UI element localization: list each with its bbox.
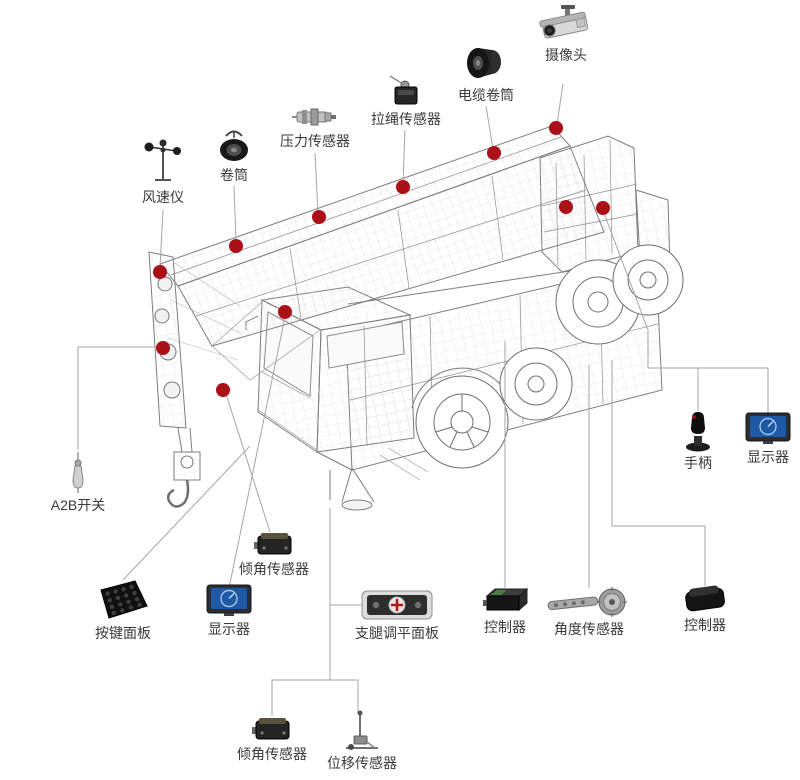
component-label: 卷筒 [220,167,248,183]
display-icon [205,584,253,618]
component-tilt-sensor-boom: 倾角传感器 [236,530,312,577]
connector-line [556,83,564,125]
connector-lines [77,83,769,716]
pressure-sensor-icon [292,104,338,130]
outrigger [316,447,429,511]
wheels [411,244,684,469]
component-controller-1: 控制器 [480,586,530,635]
connector-line [122,445,251,581]
component-hoist-reel: 卷筒 [202,126,266,183]
a2b-switch-icon [65,452,91,494]
leveling-panel-icon [361,588,433,622]
sensor-markers [153,121,610,397]
display-icon [744,412,792,446]
component-label: 手柄 [684,455,712,471]
component-outrigger-panel: 支腿调平面板 [352,588,442,641]
component-label: 电缆卷筒 [458,87,514,103]
component-label: 摄像头 [545,47,587,63]
keypad-icon [95,578,151,622]
component-label: 角度传感器 [554,621,624,637]
tilt-sensor-icon [251,715,293,743]
connector-line [485,105,494,150]
angle-sensor-icon [546,586,632,618]
cable-reel-icon [464,44,508,84]
sensor-marker [153,265,167,279]
displacement-sensor-icon [342,710,382,752]
connector-line [314,152,319,214]
connector-line [233,185,237,242]
component-cable-reel: 电缆卷筒 [452,44,520,103]
component-keypad: 按键面板 [92,578,154,641]
sensor-marker [278,305,292,319]
connector-line [611,360,706,586]
component-display-left: 显示器 [203,584,255,637]
component-label: 倾角传感器 [239,561,309,577]
sensor-marker [559,200,573,214]
component-label: 显示器 [747,449,789,465]
camera-icon [537,4,595,44]
connector-line [77,346,157,450]
component-label: A2B开关 [50,497,106,513]
sensor-marker [549,121,563,135]
component-label: 控制器 [684,617,726,633]
connector-line [603,212,769,413]
component-label: 控制器 [484,619,526,635]
component-controller-2: 控制器 [680,584,730,633]
connector-line [225,393,271,533]
connector-line [228,316,286,589]
component-angle-sensor: 角度传感器 [546,586,632,637]
sensor-marker [312,210,326,224]
component-joystick: 手柄 [670,410,726,471]
hook-block [166,427,201,508]
component-label: 按键面板 [95,625,151,641]
sensor-marker [229,239,243,253]
tilt-sensor-icon [253,530,295,558]
reel-icon [214,126,254,164]
rope-sensor-icon [386,74,426,108]
component-display-right: 显示器 [742,412,794,465]
component-camera: 摄像头 [534,4,598,63]
boom-head [148,251,243,429]
component-label: 支腿调平面板 [355,625,439,641]
component-tilt-sensor-bottom: 倾角传感器 [234,715,310,762]
component-label: 位移传感器 [327,755,397,771]
sensor-marker [396,180,410,194]
component-rope-sensor: 拉绳传感器 [364,74,448,127]
component-a2b-switch: A2B开关 [44,452,112,513]
component-label: 压力传感器 [280,133,350,149]
telescopic-boom [159,125,605,381]
connector-line [271,508,361,716]
component-label: 显示器 [208,621,250,637]
sensor-marker [487,146,501,160]
component-label: 拉绳传感器 [371,111,441,127]
connector-line [159,209,164,268]
anemometer-icon [141,138,185,186]
controller-icon [481,586,529,616]
component-label: 倾角传感器 [237,746,307,762]
sensor-marker [156,341,170,355]
sensor-marker [596,201,610,215]
controller-icon [682,584,728,614]
component-anemometer: 风速仪 [127,138,199,205]
joystick-icon [681,410,715,452]
connector-line [402,129,406,184]
component-pressure-sensor: 压力传感器 [276,104,354,149]
component-displacement-sensor: 位移传感器 [324,710,400,771]
sensor-marker [216,383,230,397]
component-label: 风速仪 [142,189,184,205]
